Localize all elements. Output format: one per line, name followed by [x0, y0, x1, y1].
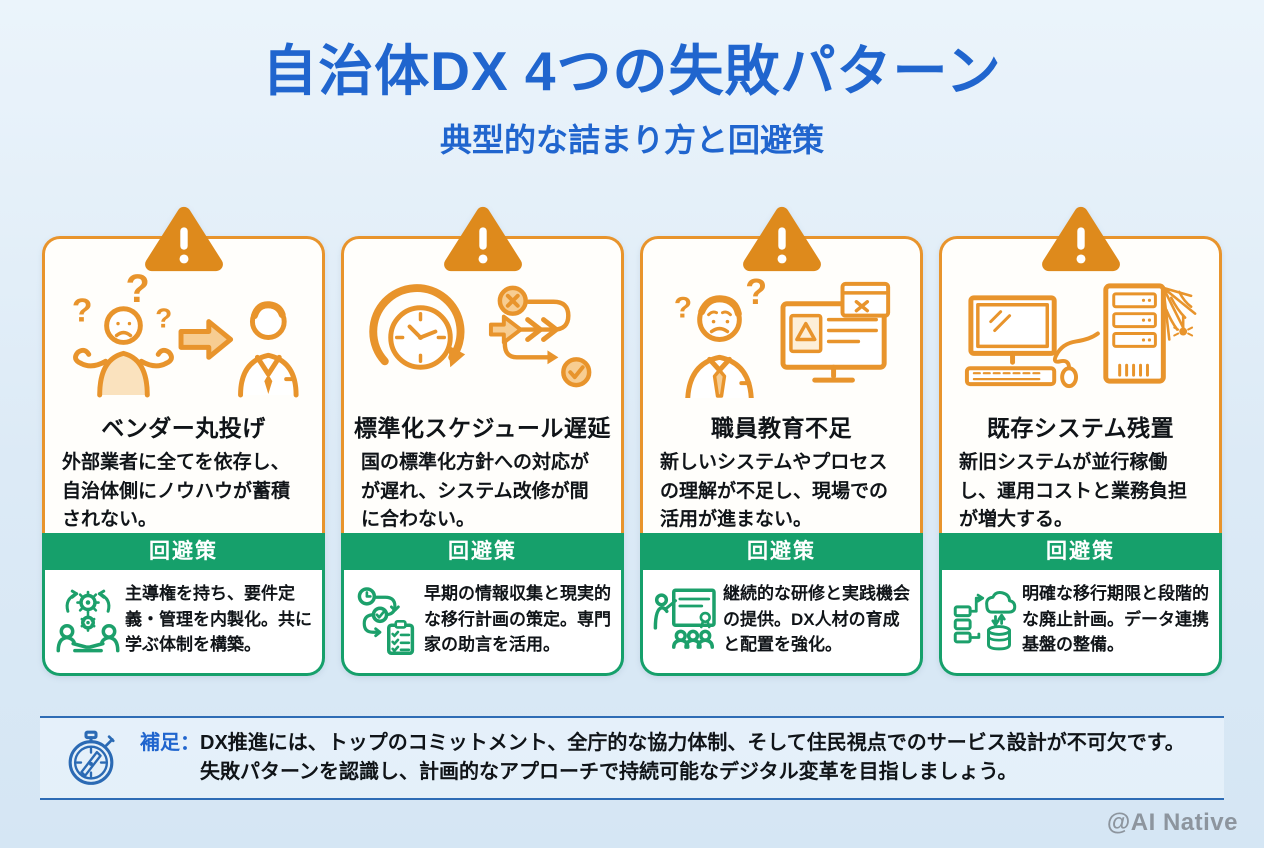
failure-card-legacy: 既存システム残置 新旧システムが並行稼働し、運用コストと業務負担が増大する。 回… — [939, 206, 1222, 676]
warning-triangle-icon — [740, 203, 824, 275]
svg-text:?: ? — [673, 292, 691, 325]
card-top-section: 既存システム残置 新旧システムが並行稼働し、運用コストと業務負担が増大する。 — [939, 236, 1222, 533]
svg-text:?: ? — [71, 292, 92, 330]
avoidance-banner: 回避策 — [341, 533, 624, 570]
avoidance-banner: 回避策 — [939, 533, 1222, 570]
warning-triangle-icon — [441, 203, 525, 275]
legacy-server-cobweb-illustration — [942, 275, 1219, 397]
failure-card-vendor: ? ? ? — [42, 206, 325, 676]
card-description: 新旧システムが並行稼働し、運用コストと業務負担が増大する。 — [959, 452, 1188, 530]
svg-text:?: ? — [155, 303, 172, 334]
note-line-2: 失敗パターンを認識し、計画的なアプローチで持続可能なデジタル変革を目指しましょう… — [200, 761, 1018, 783]
note-text: DX推進には、トップのコミットメント、全庁的な協力体制、そして住民視点でのサービ… — [200, 729, 1185, 787]
avoidance-section: 継続的な研修と実践機会の提供。DX人材の育成と配置を強化。 — [640, 570, 923, 676]
page-title: 自治体DX 4つの失敗パターン — [262, 40, 1002, 102]
svg-text:?: ? — [125, 274, 149, 311]
note-label: 補足： — [140, 732, 200, 754]
note-line-1: DX推進には、トップのコミットメント、全庁的な協力体制、そして住民視点でのサービ… — [200, 732, 1185, 754]
avoidance-text: 継続的な研修と実践機会の提供。DX人材の育成と配置を強化。 — [723, 583, 910, 655]
training-presentation-icon — [649, 580, 723, 660]
warning-triangle-icon — [1039, 203, 1123, 275]
avoidance-text: 主導権を持ち、要件定義・管理を内製化。共に学ぶ体制を構築。 — [125, 583, 312, 655]
note-body: 補足： DX推進には、トップのコミットメント、全庁的な協力体制、そして住民視点で… — [140, 729, 1185, 787]
card-top-section: ? ? — [640, 236, 923, 533]
avoidance-text: 早期の情報収集と現実的な移行計画の策定。専門家の助言を活用。 — [424, 583, 611, 655]
avoidance-text: 明確な移行期限と段階的な廃止計画。データ連携基盤の整備。 — [1022, 583, 1209, 655]
card-top-section: ? ? ? — [42, 236, 325, 533]
compass-stopwatch-icon — [62, 729, 120, 787]
header: 自治体DX 4つの失敗パターン 典型的な詰まり方と回避策 — [0, 0, 1264, 161]
avoidance-section: 明確な移行期限と段階的な廃止計画。データ連携基盤の整備。 — [939, 570, 1222, 676]
failure-card-schedule: 標準化スケジュール遅延 国の標準化方針への対応がが遅れ、システム改修が間に合わな… — [341, 206, 624, 676]
warning-triangle-icon — [142, 203, 226, 275]
avoidance-section: 主導権を持ち、要件定義・管理を内製化。共に学ぶ体制を構築。 — [42, 570, 325, 676]
confused-person-to-vendor-illustration: ? ? ? — [45, 274, 322, 398]
card-top-section: 標準化スケジュール遅延 国の標準化方針への対応がが遅れ、システム改修が間に合わな… — [341, 236, 624, 533]
page-subtitle: 典型的な詰まり方と回避策 — [439, 122, 824, 159]
cloud-migration-icon — [948, 580, 1022, 660]
collaboration-gears-icon — [51, 580, 125, 660]
avoidance-banner: 回避策 — [42, 533, 325, 570]
card-title: 標準化スケジュール遅延 — [354, 415, 611, 441]
worried-staff-with-error-screens-illustration: ? ? — [643, 274, 920, 398]
failure-card-training: ? ? — [640, 206, 923, 676]
card-title: 既存システム残置 — [986, 415, 1175, 441]
card-description: 新しいシステムやプロセスの理解が不足し、現場での活用が進まない。 — [660, 452, 889, 530]
card-title: ベンダー丸投げ — [101, 415, 266, 441]
cards-row: ? ? ? — [42, 206, 1222, 676]
watermark: @AI Native — [1106, 809, 1238, 836]
card-title: 職員教育不足 — [711, 415, 852, 441]
avoidance-banner: 回避策 — [640, 533, 923, 570]
card-description: 外部業者に全てを依存し、自治体側にノウハウが蓄積されない。 — [62, 452, 291, 530]
svg-text:?: ? — [745, 274, 767, 312]
avoidance-section: 早期の情報収集と現実的な移行計画の策定。専門家の助言を活用。 — [341, 570, 624, 676]
footer-note: 補足： DX推進には、トップのコミットメント、全庁的な協力体制、そして住民視点で… — [40, 716, 1224, 800]
card-description: 国の標準化方針への対応がが遅れ、システム改修が間に合わない。 — [361, 452, 590, 530]
plan-flow-checklist-icon — [350, 580, 424, 660]
clock-delay-winding-path-illustration — [344, 275, 621, 397]
